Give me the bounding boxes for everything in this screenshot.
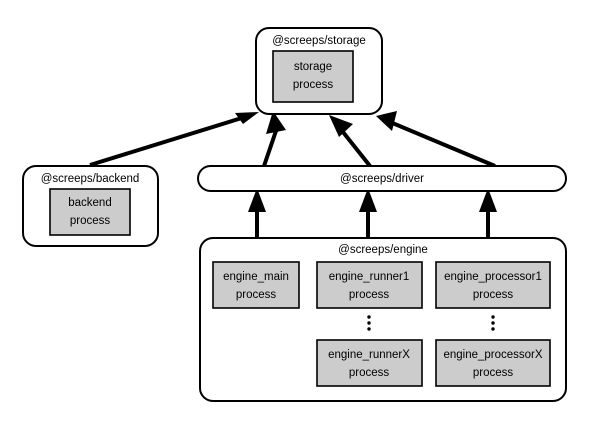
process-engine-runnerx-box (316, 339, 423, 387)
process-engine-runner1-box (316, 261, 423, 309)
package-driver[interactable]: @screeps/driver (197, 165, 567, 192)
package-engine[interactable]: @screeps/engine engine_main process engi… (199, 237, 567, 402)
package-driver-label: @screeps/driver (340, 173, 424, 185)
process-backend[interactable]: backend process (49, 188, 131, 236)
package-storage-label: @screeps/storage (272, 35, 366, 47)
process-engine-main-line2: process (236, 289, 277, 301)
process-storage-line2: process (293, 79, 334, 91)
process-backend-box (49, 188, 131, 236)
process-engine-runner1[interactable]: engine_runner1 process (316, 261, 423, 309)
ellipsis-runner-icon (367, 315, 371, 331)
process-engine-processor1[interactable]: engine_processor1 process (435, 261, 551, 309)
package-engine-label: @screeps/engine (338, 244, 428, 256)
arrow-backend-to-storage (89, 112, 259, 167)
process-engine-processorx-box (435, 339, 551, 387)
ellipsis-processor-icon (491, 315, 495, 331)
process-storage-box (272, 50, 354, 103)
arrow-engine-to-driver-middle (359, 188, 377, 238)
process-engine-processorx-line2: process (473, 367, 514, 379)
process-engine-runnerx[interactable]: engine_runnerX process (316, 339, 423, 387)
package-driver-box (197, 165, 567, 192)
process-engine-runner1-line2: process (349, 289, 390, 301)
arrow-engine-to-driver-left (248, 188, 266, 238)
process-engine-processor1-line2: process (473, 289, 514, 301)
arrow-driver-to-storage-left (262, 111, 286, 167)
process-engine-main[interactable]: engine_main process (212, 261, 300, 309)
process-storage[interactable]: storage process (272, 50, 354, 103)
process-engine-main-line1: engine_main (223, 271, 289, 283)
process-storage-line1: storage (294, 61, 332, 73)
process-engine-processorx-line1: engine_processorX (443, 349, 542, 361)
package-storage[interactable]: @screeps/storage storage process (255, 27, 383, 115)
process-engine-main-box (212, 261, 300, 309)
process-engine-runner1-line1: engine_runner1 (329, 271, 410, 283)
process-engine-runnerx-line2: process (349, 367, 390, 379)
arrow-driver-to-storage-middle (329, 115, 372, 168)
process-backend-line1: backend (68, 197, 111, 209)
arrow-driver-to-storage-right (376, 111, 496, 168)
process-engine-processor1-box (435, 261, 551, 309)
process-engine-processorx[interactable]: engine_processorX process (435, 339, 551, 387)
process-backend-line2: process (70, 215, 111, 227)
process-engine-runnerx-line1: engine_runnerX (328, 349, 410, 361)
process-engine-processor1-line1: engine_processor1 (444, 271, 542, 283)
arrow-engine-to-driver-right (479, 188, 497, 238)
package-backend-label: @screeps/backend (41, 173, 140, 185)
package-backend[interactable]: @screeps/backend backend process (22, 165, 159, 247)
